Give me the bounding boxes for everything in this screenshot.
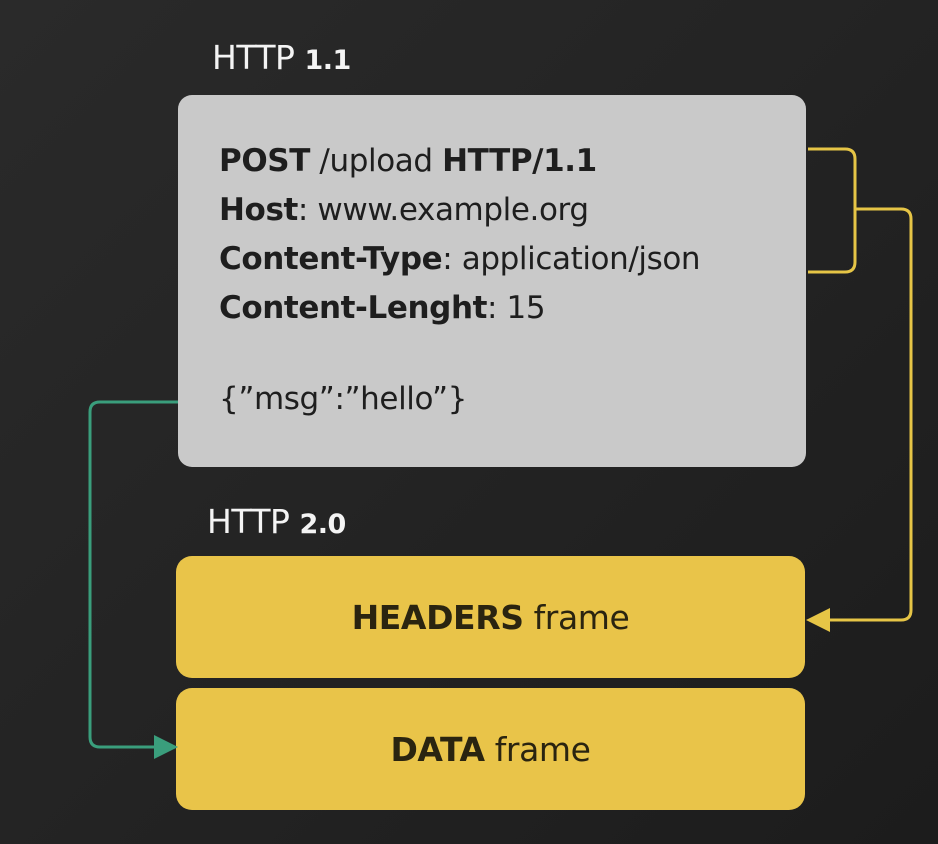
content-type-header-value: : application/json [442, 241, 701, 277]
headers-arrowhead-icon [806, 608, 830, 632]
data-frame-box: DATA frame [176, 688, 805, 810]
content-type-header-line: Content-Type: application/json [219, 235, 701, 284]
http20-title-version: 2.0 [299, 509, 346, 540]
request-method: POST [219, 143, 310, 179]
headers-connector-line [826, 207, 913, 622]
host-header-value: : www.example.org [297, 192, 589, 228]
http11-title: HTTP 1.1 [212, 38, 351, 77]
request-line: POST /upload HTTP/1.1 [219, 137, 700, 186]
request-path: /upload [309, 143, 443, 179]
request-header-lines: POST /upload HTTP/1.1 Host: www.example.… [219, 137, 701, 333]
http20-title-name: HTTP [207, 502, 290, 541]
headers-frame-box: HEADERS frame [176, 556, 805, 678]
host-header-line: Host: www.example.org [219, 186, 700, 235]
host-header-key: Host [219, 192, 298, 228]
content-length-header-key: Content-Lenght [219, 290, 488, 326]
http11-title-version: 1.1 [304, 45, 351, 76]
content-type-header-key: Content-Type [219, 241, 443, 277]
http20-title: HTTP 2.0 [207, 502, 346, 541]
content-length-header-line: Content-Lenght: 15 [219, 284, 700, 333]
request-body: {”msg”:”hello”} [219, 381, 467, 417]
data-connector-line [88, 400, 178, 749]
headers-bracket-connector [808, 147, 857, 274]
data-frame-suffix: frame [494, 729, 591, 769]
http11-title-name: HTTP [212, 38, 295, 77]
request-protocol: HTTP/1.1 [442, 143, 597, 179]
content-length-header-value: : 15 [487, 290, 546, 326]
http11-request-box: POST /upload HTTP/1.1 Host: www.example.… [178, 95, 806, 467]
data-frame-label: DATA [390, 729, 485, 769]
headers-frame-label: HEADERS [351, 597, 524, 637]
data-arrowhead-icon [154, 735, 178, 759]
headers-frame-suffix: frame [533, 597, 630, 637]
